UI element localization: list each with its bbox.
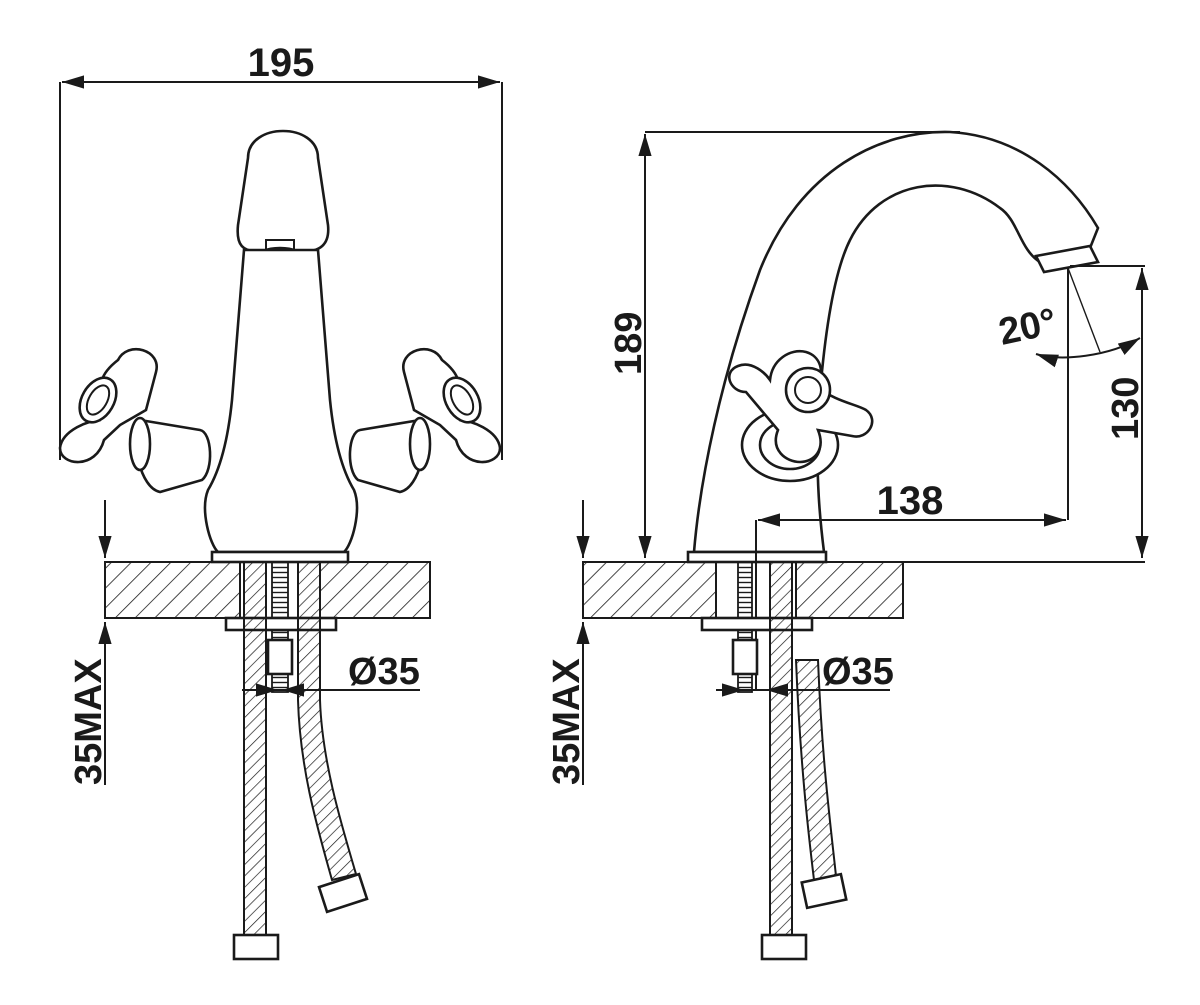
height-dimension: 189 [608,131,960,558]
reach-label: 138 [877,479,944,523]
faucet-front-body [58,129,502,564]
front-hole-label: Ø35 [348,651,420,693]
front-max-thickness-dimension: 35MAX [68,500,112,785]
reach-dimension: 138 [755,479,1066,690]
width-dimension: 195 [59,41,503,460]
side-hole-label: Ø35 [822,651,894,693]
spout-height-label: 130 [1105,377,1147,440]
side-countertop-section [582,561,1145,619]
front-installation: Ø35 [224,561,420,961]
angle-label: 20° [995,301,1060,354]
side-max-label: 35MAX [546,658,588,785]
side-view: 189 20 [546,130,1149,961]
width-label: 195 [248,41,315,85]
height-label: 189 [608,312,650,375]
countertop-section [104,561,431,619]
side-max-thickness-dimension: 35MAX [546,500,590,785]
front-view: 195 [58,41,503,961]
front-max-label: 35MAX [68,658,110,785]
side-installation: Ø35 [700,561,894,961]
spout-height-dimension: 130 [1070,265,1149,558]
